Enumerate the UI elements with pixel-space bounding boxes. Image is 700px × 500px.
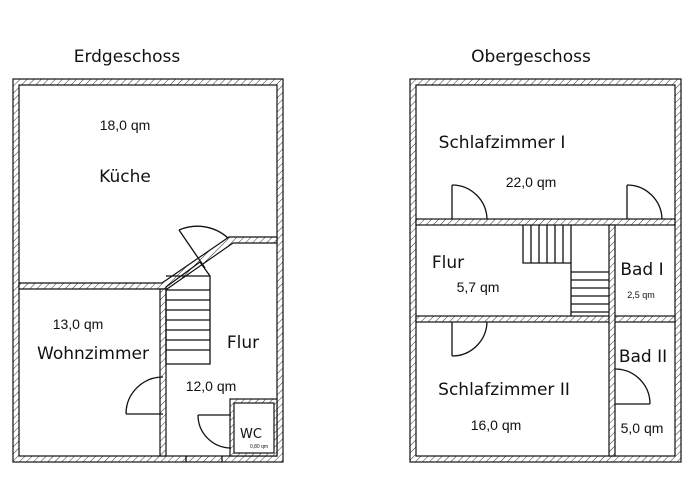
wc-label: WC <box>240 427 262 442</box>
kitchen-area: 18,0 qm <box>100 117 151 133</box>
living-room-label: Wohnzimmer <box>37 344 149 364</box>
bedroom2-wall <box>415 315 676 323</box>
bath-wall <box>608 224 616 457</box>
living-room-wall <box>159 288 167 457</box>
ground-floor-title: Erdgeschoss <box>74 47 181 67</box>
door-bath2 <box>614 368 651 405</box>
ground-floor-plan: Erdgeschoss 18,0 qm <box>12 47 284 463</box>
hall-label: Flur <box>432 253 464 273</box>
bedroom2-label: Schlafzimmer II <box>438 380 570 400</box>
living-room-area: 13,0 qm <box>53 316 104 332</box>
door-wc <box>197 414 232 449</box>
door-living-room <box>125 376 164 415</box>
bedroom1-wall <box>415 218 676 226</box>
door-kitchen <box>178 225 229 269</box>
door-bedroom1 <box>451 184 488 220</box>
bath1-area: 2,5 qm <box>627 290 655 300</box>
bedroom1-area: 22,0 qm <box>506 174 557 190</box>
door-bedroom2 <box>451 321 488 357</box>
wc-area: 0,80 qm <box>250 444 268 450</box>
staircase <box>522 225 609 316</box>
bedroom2-area: 16,0 qm <box>471 417 522 433</box>
bath2-label: Bad II <box>619 347 667 367</box>
bath2-area: 5,0 qm <box>621 420 664 436</box>
staircase <box>165 261 211 365</box>
interior <box>415 84 676 457</box>
upper-floor-title: Obergeschoss <box>471 47 591 67</box>
hall-label: Flur <box>227 333 259 353</box>
hall-area: 12,0 qm <box>186 378 237 394</box>
bath1-label: Bad I <box>620 260 663 280</box>
upper-floor-plan: Obergeschoss <box>409 47 682 463</box>
kitchen-label: Küche <box>99 167 151 187</box>
wc-interior <box>233 402 275 454</box>
door-bath1 <box>626 184 663 220</box>
bedroom1-label: Schlafzimmer I <box>439 133 566 153</box>
kitchen-wall <box>18 236 278 290</box>
interior <box>18 84 278 457</box>
hall-area: 5,7 qm <box>457 279 500 295</box>
